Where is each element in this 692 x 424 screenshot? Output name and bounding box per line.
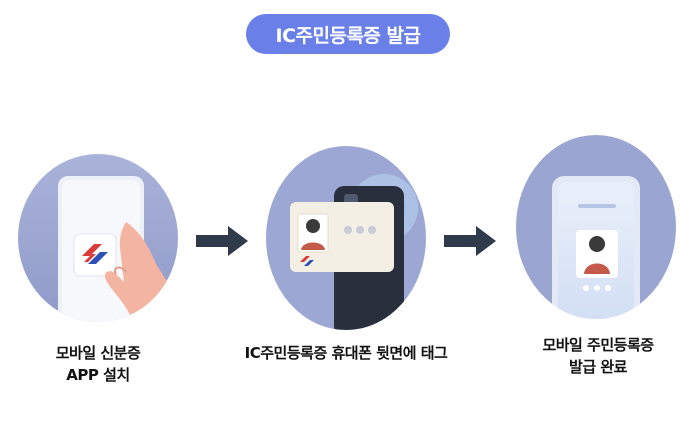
step-1-illustration — [16, 152, 180, 324]
step-1-caption: 모바일 신분증 APP 설치 — [55, 344, 141, 384]
step-2-illustration — [264, 146, 428, 332]
mobile-id-complete-icon — [516, 135, 676, 319]
step-3-caption: 모바일 주민등록증 발급 완료 — [542, 336, 654, 376]
page-title: IC주민등록증 발급 — [275, 24, 422, 47]
page-title-pill: IC주민등록증 발급 — [246, 14, 450, 54]
step-3-illustration — [514, 134, 678, 320]
phone-app-install-icon — [18, 154, 178, 322]
id-card-tag-icon — [266, 146, 426, 330]
arrow-right-icon — [444, 226, 496, 260]
step-2-caption: IC주민등록증 휴대폰 뒷면에 태그 — [244, 344, 448, 362]
arrow-right-icon — [196, 226, 248, 260]
